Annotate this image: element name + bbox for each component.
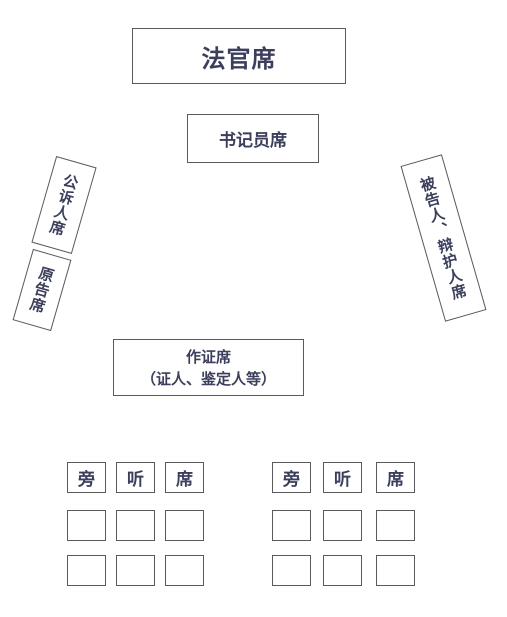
plaintiff-seat: 原告席 — [12, 248, 72, 332]
gallery-right-label-2: 听 — [323, 462, 362, 493]
witness-seat-subtitle: （证人、鉴定人等） — [140, 369, 276, 388]
defendant-seat-label: 被告人、辩护人席 — [416, 174, 470, 303]
gallery-right-seat — [272, 555, 311, 586]
gallery-left-seat — [67, 555, 106, 586]
plaintiff-seat-label: 原告席 — [26, 264, 57, 316]
gallery-left-seat — [67, 510, 106, 541]
gallery-right-seat — [323, 510, 362, 541]
clerk-seat-label: 书记员席 — [219, 131, 287, 151]
gallery-right-seat — [376, 555, 415, 586]
gallery-right-label-3: 席 — [376, 462, 415, 493]
gallery-left-seat — [165, 555, 204, 586]
gallery-left-label-2: 听 — [116, 462, 155, 493]
judge-seat: 法官席 — [132, 28, 346, 84]
witness-seat-title: 作证席 — [185, 347, 231, 366]
gallery-left-seat — [165, 510, 204, 541]
gallery-right-seat — [272, 510, 311, 541]
gallery-left-seat — [116, 510, 155, 541]
gallery-right-label-1: 旁 — [272, 462, 311, 493]
gallery-left-label-3: 席 — [165, 462, 204, 493]
judge-seat-label: 法官席 — [201, 44, 277, 73]
clerk-seat: 书记员席 — [187, 114, 319, 163]
witness-seat: 作证席 （证人、鉴定人等） — [113, 339, 304, 396]
prosecutor-seat-label: 公诉人席 — [46, 171, 81, 239]
prosecutor-seat: 公诉人席 — [31, 155, 97, 255]
gallery-left-seat — [116, 555, 155, 586]
defendant-seat: 被告人、辩护人席 — [400, 154, 487, 322]
gallery-right-seat — [323, 555, 362, 586]
gallery-left-label-1: 旁 — [67, 462, 106, 493]
gallery-right-seat — [376, 510, 415, 541]
